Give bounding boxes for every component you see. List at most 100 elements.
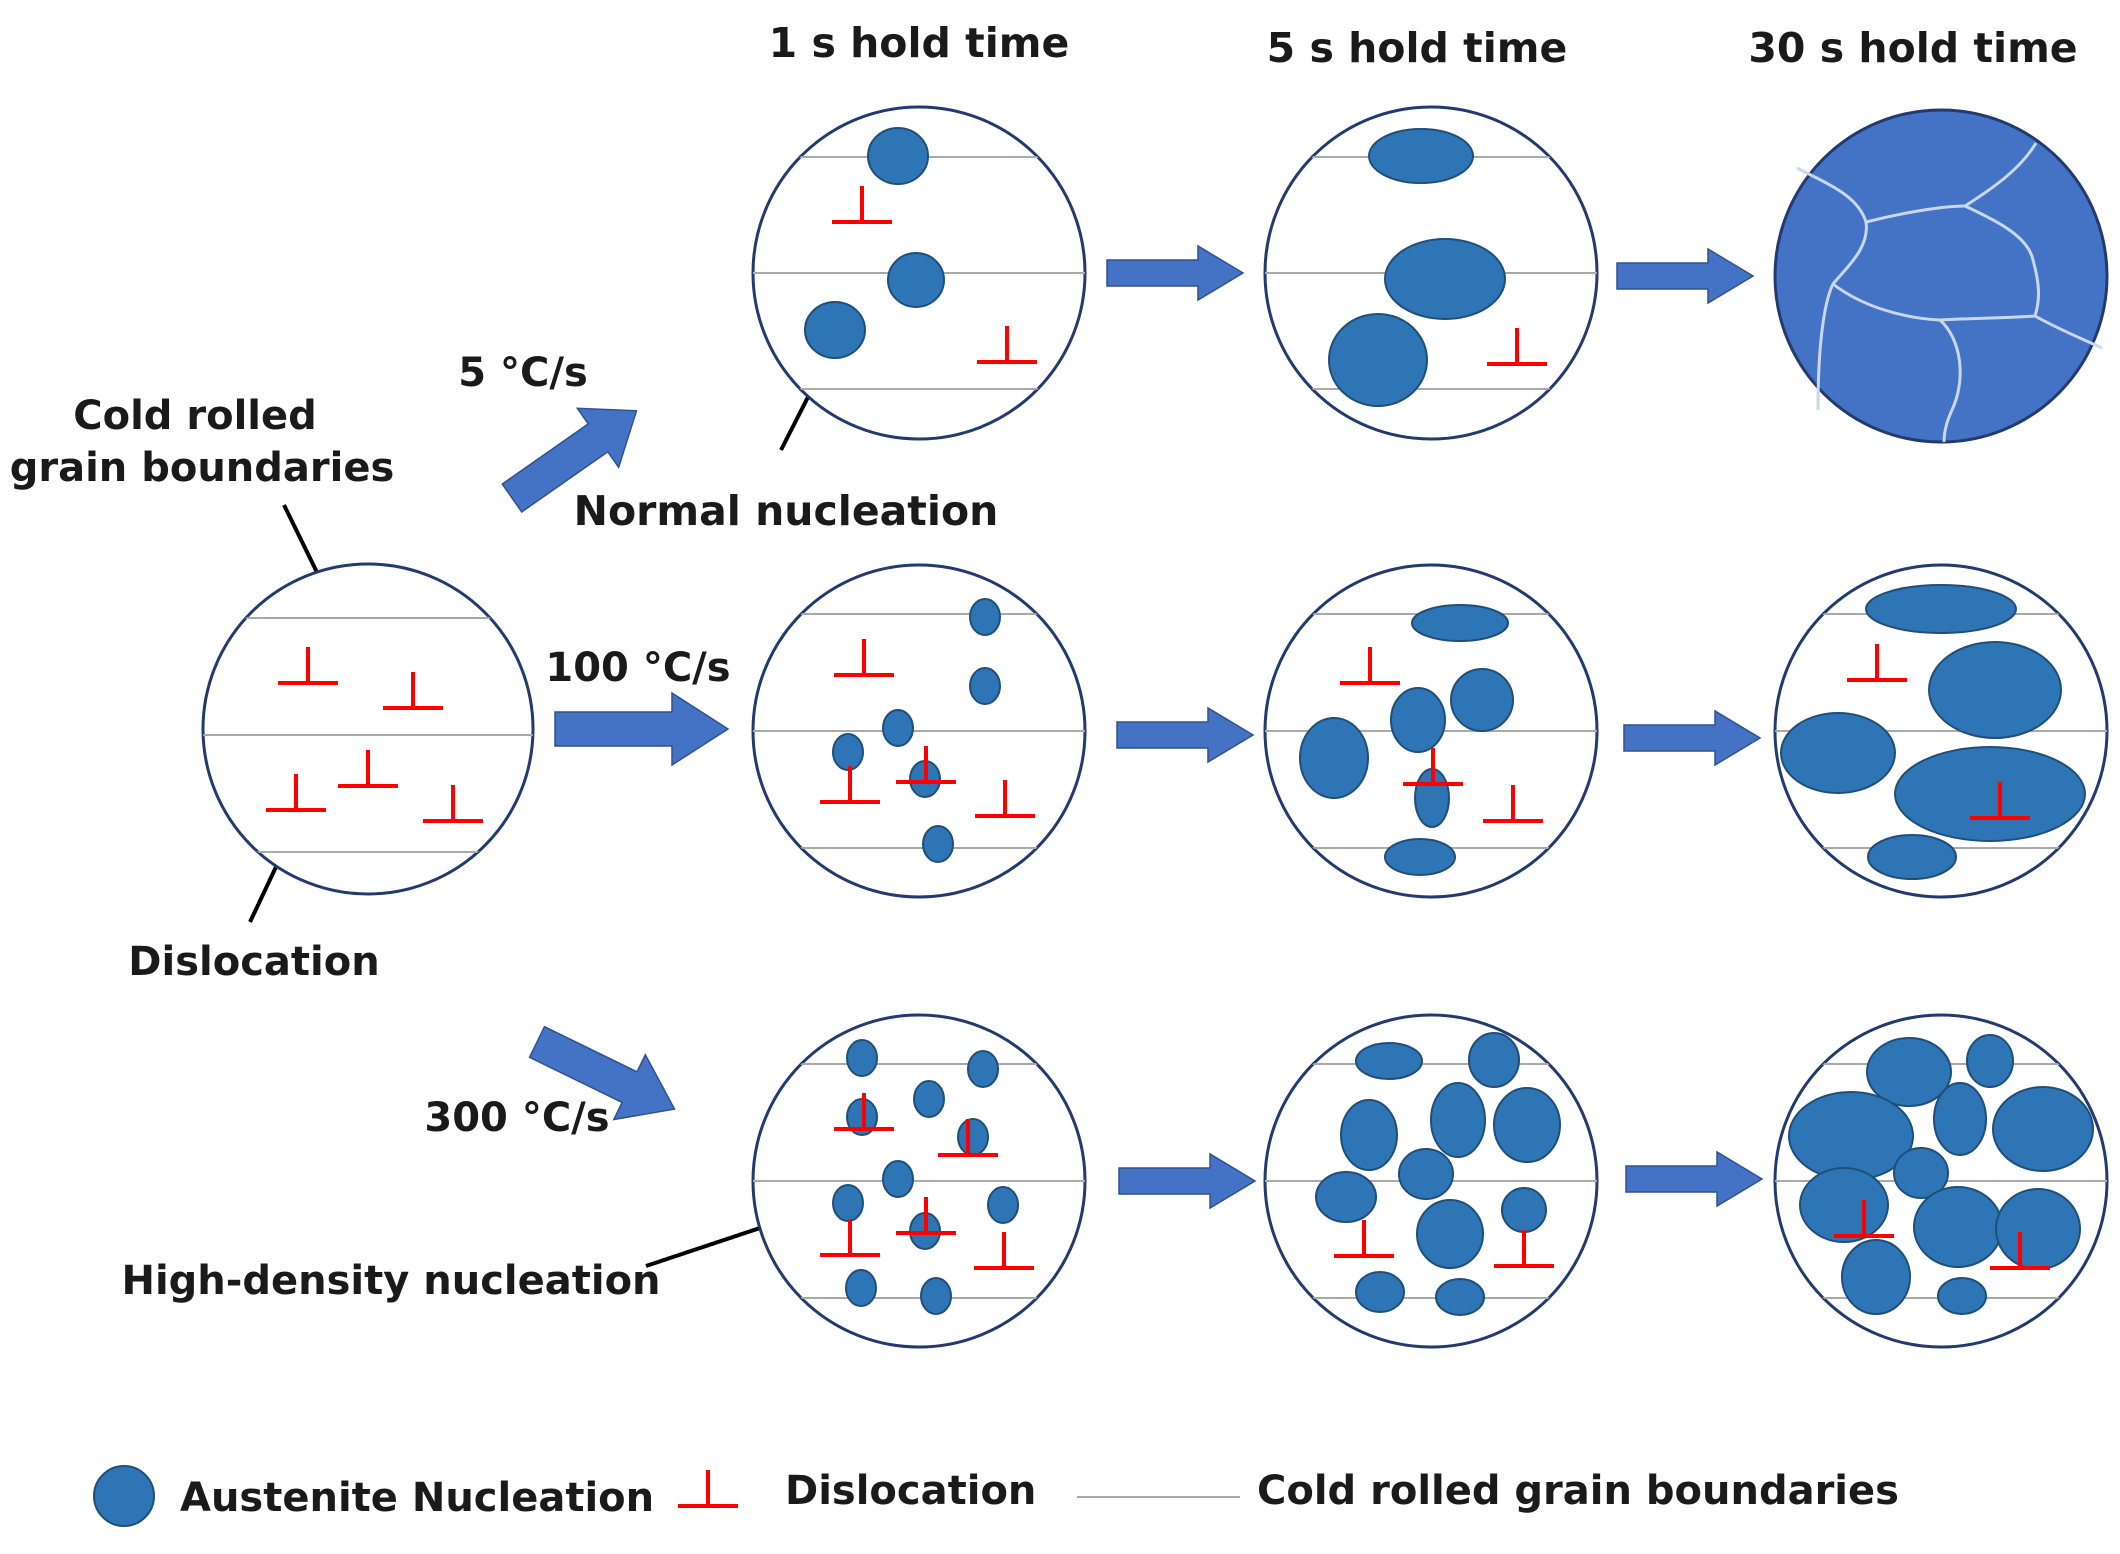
heating-arrow-5: [501, 407, 638, 513]
progression-arrow-row3-a: [1118, 1152, 1257, 1210]
dislocation-symbol: [338, 750, 398, 788]
austenite-nucleus: [1384, 838, 1456, 876]
heating-arrow-300: [528, 1025, 676, 1121]
dislocation-symbol: [423, 785, 483, 823]
legend-dislocation-swatch: [678, 1470, 738, 1508]
rate-label-5: 5 °C/s: [458, 350, 588, 396]
austenite-nucleus: [1841, 1239, 1911, 1315]
dislocation-symbol: [896, 1197, 956, 1235]
dislocation-label: Dislocation: [128, 939, 379, 985]
austenite-nucleus: [1493, 1087, 1561, 1163]
dislocation-symbol: [1340, 647, 1400, 685]
austenite-nucleus: [882, 1160, 914, 1198]
austenite-nucleus: [1299, 717, 1369, 799]
microstructure-100c-30s: [1773, 563, 2109, 899]
austenite-nucleus: [1893, 1147, 1949, 1199]
legend-austenite-label: Austenite Nucleation: [180, 1475, 654, 1521]
austenite-nucleus: [1894, 746, 2086, 842]
dislocation-symbol: [938, 1119, 998, 1157]
microstructure-300c-30s: [1773, 1013, 2109, 1349]
austenite-grain-boundary: [1938, 318, 1962, 443]
austenite-nucleus: [913, 1080, 945, 1118]
austenite-grain-boundary: [1832, 282, 2036, 322]
austenite-nucleus: [882, 709, 914, 747]
austenite-nucleus: [1867, 834, 1957, 880]
rate-label-100: 100 °C/s: [545, 645, 730, 691]
dislocation-symbol: [1334, 1220, 1394, 1258]
austenite-nucleus: [1368, 128, 1474, 184]
dislocation-symbol: [1483, 785, 1543, 823]
dislocation-symbol: [820, 1219, 880, 1257]
austenite-nucleus: [1355, 1042, 1423, 1080]
dislocation-symbol: [266, 774, 326, 812]
austenite-nucleus: [1780, 712, 1896, 794]
austenite-nucleus: [1430, 1082, 1486, 1158]
austenite-nucleus: [887, 252, 945, 308]
heating-arrow-100: [554, 691, 730, 767]
dislocation-symbol: [1970, 782, 2030, 820]
austenite-nucleus: [1865, 584, 2017, 634]
austenite-nucleus: [832, 733, 864, 771]
microstructure-100c-5s: [1263, 563, 1599, 899]
austenite-nucleus: [1398, 1148, 1454, 1200]
dislocation-symbol: [820, 766, 880, 804]
dislocation-symbol: [974, 1232, 1034, 1270]
austenite-grain-boundary: [1796, 166, 1868, 411]
austenite-nucleus: [1411, 604, 1509, 642]
progression-arrow-row1-a: [1106, 244, 1245, 302]
dislocation-symbol: [383, 672, 443, 710]
dislocation-symbol: [1494, 1230, 1554, 1268]
progression-arrow-row2-a: [1116, 706, 1255, 764]
austenite-grain-boundary: [1964, 204, 2103, 350]
austenite-nucleus: [1966, 1034, 2014, 1088]
austenite-nucleus: [1928, 641, 2062, 739]
austenite-grain-boundary: [1865, 142, 2038, 224]
austenite-nucleus: [1390, 687, 1446, 753]
austenite-nucleus: [967, 1050, 999, 1088]
austenite-nucleus: [1315, 1171, 1377, 1223]
austenite-nucleus: [922, 825, 954, 863]
austenite-nucleus: [1340, 1099, 1398, 1171]
legend-nucleus-swatch: [93, 1465, 155, 1527]
high-density-nucleation-label: High-density nucleation: [121, 1258, 660, 1304]
austenite-nucleus: [845, 1269, 877, 1307]
austenite-nucleus: [1468, 1032, 1520, 1088]
dislocation-symbol: [977, 326, 1037, 364]
progression-arrow-row2-b: [1623, 709, 1762, 767]
microstructure-300c-1s: [751, 1013, 1087, 1349]
austenite-nucleus: [1416, 1199, 1484, 1269]
column-heading-5s: 5 s hold time: [1267, 24, 1568, 72]
microstructure-300c-5s: [1263, 1013, 1599, 1349]
dislocation-symbol: [834, 1093, 894, 1131]
initial-microstructure-circle: [201, 562, 535, 896]
legend-dislocation-label: Dislocation: [785, 1468, 1036, 1514]
austenite-nucleus: [957, 1118, 989, 1156]
microstructure-5c-5s: [1263, 105, 1599, 441]
austenite-nucleus: [969, 667, 1001, 705]
austenite-nucleus: [1384, 238, 1506, 320]
legend: Austenite Nucleation Dislocation Cold ro…: [93, 1465, 1899, 1527]
dislocation-symbol: [1990, 1232, 2050, 1270]
austenite-nucleus: [1435, 1278, 1485, 1316]
austenite-nucleus: [1913, 1186, 2003, 1268]
dislocation-symbol: [832, 186, 892, 224]
austenite-nucleus: [1450, 668, 1514, 732]
austenite-nucleus: [987, 1186, 1019, 1224]
dislocation-symbol: [834, 639, 894, 677]
austenite-nucleus: [1866, 1037, 1952, 1107]
normal-nucleation-label: Normal nucleation: [574, 487, 999, 535]
dislocation-symbol: [975, 780, 1035, 818]
austenite-nucleus: [1799, 1167, 1889, 1243]
austenite-nucleus: [969, 598, 1001, 636]
rate-label-300: 300 °C/s: [424, 1095, 609, 1141]
austenite-nucleus: [832, 1184, 864, 1222]
progression-arrow-row1-b: [1616, 247, 1755, 305]
austenite-nucleus: [1933, 1082, 1987, 1156]
dislocation-symbol: [278, 647, 338, 685]
austenite-nucleus: [846, 1039, 878, 1077]
progression-arrow-row3-b: [1625, 1150, 1764, 1208]
austenite-nucleus: [1355, 1271, 1405, 1313]
grain-boundaries-label-line1: Cold rolled: [73, 393, 317, 439]
austenite-nucleus: [920, 1277, 952, 1315]
